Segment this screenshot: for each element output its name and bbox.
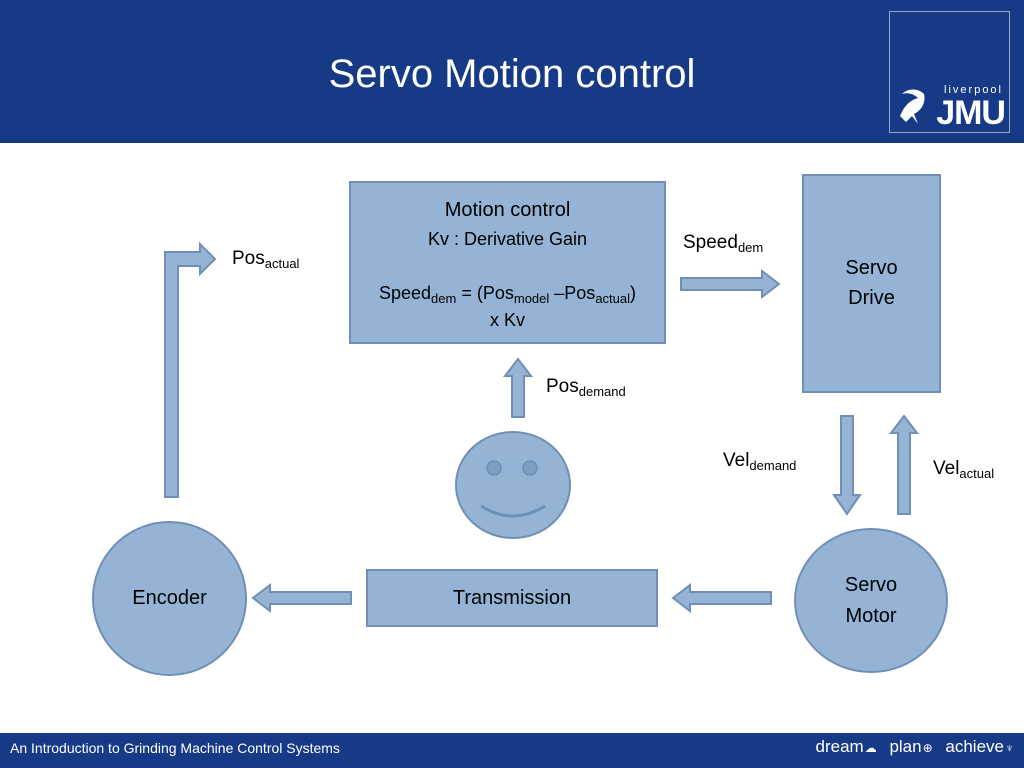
slide-footer: An Introduction to Grinding Machine Cont…	[0, 733, 1024, 768]
jmu-logo: liverpool JMU	[889, 11, 1010, 133]
slide-title: Servo Motion control	[328, 52, 696, 96]
derivative-gain-label: Kv : Derivative Gain	[427, 229, 588, 249]
tagline: dream☁ plan⊕ achieve♆	[808, 737, 1014, 757]
motion-control-title: Motion control	[444, 199, 571, 221]
footer-text: An Introduction to Grinding Machine Cont…	[10, 740, 340, 756]
pos-demand-label: Posdemand	[546, 376, 626, 399]
speed-dem-arrow	[680, 268, 781, 300]
liver-bird-icon	[900, 89, 925, 124]
speed-equation-kv: x Kv	[489, 310, 525, 330]
motion-control-box: Motion control Kv : Derivative Gain Spee…	[349, 181, 666, 344]
vel-demand-label: Veldemand	[723, 450, 797, 473]
speed-dem-label: Speeddem	[683, 232, 764, 255]
servo-drive-box: Servo Drive	[802, 174, 941, 393]
servo-motor-line1: Servo	[844, 574, 898, 596]
transmission-box: Transmission	[366, 569, 658, 627]
logo-text-jmu: JMU	[936, 94, 1006, 132]
tagline-achieve: achieve	[945, 737, 1004, 756]
servo-motor-line2: Motor	[845, 605, 897, 627]
servo-drive-line1: Servo	[845, 257, 898, 279]
logo-text-liverpool: liverpool	[944, 84, 1003, 96]
transmission-to-encoder-arrow	[251, 582, 352, 614]
trophy-icon: ♆	[1005, 741, 1014, 755]
crosshair-icon: ⊕	[922, 741, 933, 755]
vel-actual-label: Velactual	[933, 458, 995, 481]
pos-demand-arrow	[502, 357, 534, 418]
tagline-dream: dream	[815, 737, 864, 756]
tagline-plan: plan	[889, 737, 922, 756]
encoder-label: Encoder	[132, 587, 207, 609]
servo-motor-circle: Servo Motor	[794, 528, 948, 673]
speed-equation: Speeddem = (Posmodel –Posactual)	[378, 283, 637, 306]
motor-to-transmission-arrow	[671, 582, 772, 614]
slide-header: Servo Motion control liverpool JMU	[0, 0, 1024, 143]
transmission-label: Transmission	[452, 587, 572, 609]
feedback-arrow	[164, 241, 217, 498]
smiley-face-icon	[455, 431, 571, 539]
vel-actual-arrow	[888, 414, 920, 515]
encoder-circle: Encoder	[92, 521, 247, 676]
cloud-icon: ☁	[864, 741, 877, 755]
vel-demand-arrow	[832, 415, 862, 516]
pos-actual-label: Posactual	[232, 248, 300, 271]
servo-drive-line2: Drive	[848, 287, 895, 309]
